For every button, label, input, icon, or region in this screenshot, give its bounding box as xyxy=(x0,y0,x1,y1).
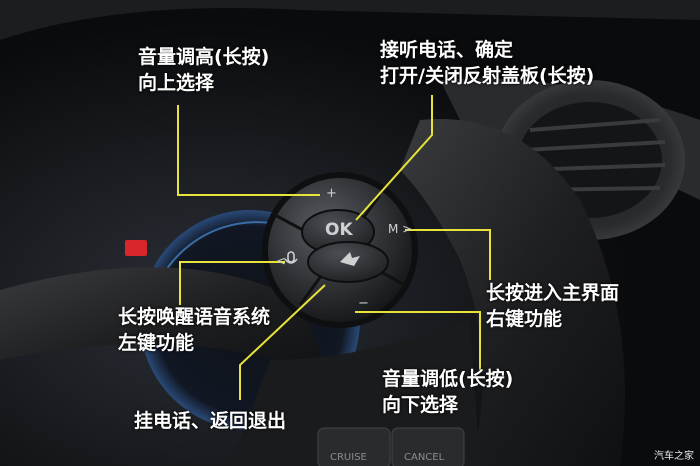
leader-volume-down xyxy=(355,311,481,370)
leader-voice xyxy=(179,261,285,305)
label-answer-confirm-line1: 接听电话、确定 xyxy=(380,39,514,61)
cruise-buttons xyxy=(317,427,465,466)
label-voice-left-line2: 左键功能 xyxy=(118,332,195,354)
label-volume-up: 音量调高(长按) 向上选择 xyxy=(138,44,269,96)
leader-hangup xyxy=(239,284,326,400)
label-volume-down-line2: 向下选择 xyxy=(382,394,459,416)
steering-wheel-rim-right xyxy=(400,119,625,466)
dash-top-trim xyxy=(0,0,700,40)
leader-volume-up xyxy=(177,105,320,196)
cancel-button-label: CANCEL xyxy=(404,452,445,463)
label-volume-up-line2: 向上选择 xyxy=(138,72,215,94)
label-right-key: 长按进入主界面 右键功能 xyxy=(486,280,619,332)
left-glyph: < xyxy=(276,254,287,268)
label-voice-left-line1: 长按唤醒语音系统 xyxy=(118,306,271,328)
volume-down-glyph: − xyxy=(358,296,369,311)
leader-lines xyxy=(177,95,491,400)
steering-wheel-rim-left xyxy=(0,267,330,380)
label-right-key-line1: 长按进入主界面 xyxy=(486,282,620,304)
label-right-key-line2: 右键功能 xyxy=(486,308,563,330)
leader-right xyxy=(405,229,491,280)
label-hangup-back-line1: 挂电话、返回退出 xyxy=(134,410,287,432)
label-volume-down: 音量调低(长按) 向下选择 xyxy=(382,366,513,418)
cruise-button-label: CRUISE xyxy=(330,452,367,463)
label-answer-confirm: 接听电话、确定 打开/关闭反射盖板(长按) xyxy=(380,37,594,89)
label-answer-confirm-line2: 打开/关闭反射盖板(长按) xyxy=(380,65,595,87)
label-hangup-back: 挂电话、返回退出 xyxy=(134,408,286,434)
ok-label: OK xyxy=(325,220,353,240)
label-voice-left: 长按唤醒语音系统 左键功能 xyxy=(118,304,270,356)
back-arrow-icon xyxy=(340,252,360,266)
volume-up-glyph: + xyxy=(326,186,337,201)
label-volume-up-line1: 音量调高(长按) xyxy=(138,46,270,68)
multimedia-controller xyxy=(262,172,418,328)
mic-icon xyxy=(284,251,298,264)
label-volume-down-line1: 音量调低(长按) xyxy=(382,368,514,390)
leader-ok xyxy=(355,95,433,221)
warning-light xyxy=(125,240,147,256)
right-mode-glyph: M > xyxy=(388,222,413,236)
watermark: 汽车之家 xyxy=(654,451,694,462)
